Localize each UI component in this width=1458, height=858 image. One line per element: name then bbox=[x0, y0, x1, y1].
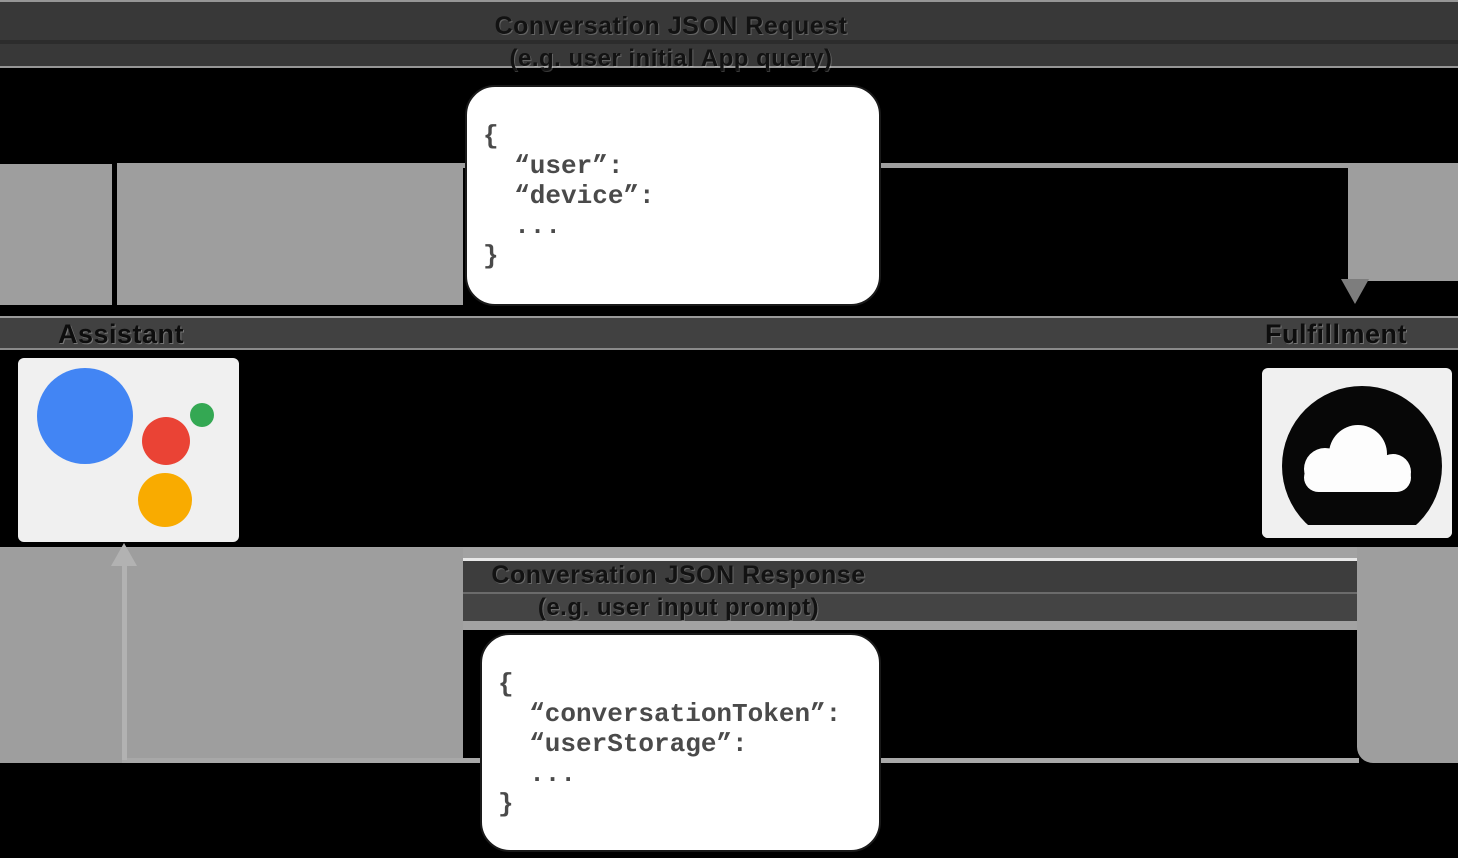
request-caption-line2: (e.g. user initial App query) bbox=[509, 45, 833, 72]
response-caption-line1: Conversation JSON Response bbox=[491, 561, 866, 589]
response-arrow-fill-right bbox=[1357, 547, 1458, 763]
request-payload-code: { “user”: “device”: ... } bbox=[483, 121, 655, 271]
response-caption-band1 bbox=[463, 561, 1357, 592]
cloud-icon bbox=[1262, 386, 1452, 538]
assistant-node bbox=[18, 358, 239, 542]
fulfillment-label: Fulfillment bbox=[1265, 319, 1407, 349]
assistant-blue-circle bbox=[37, 368, 133, 464]
label-stripe-top-line bbox=[0, 316, 1458, 318]
response-arrow-line-vertical bbox=[122, 557, 127, 760]
label-stripe bbox=[0, 318, 1458, 348]
assistant-green-circle bbox=[190, 403, 214, 427]
response-payload-box: { “conversationToken”: “userStorage”: ..… bbox=[480, 633, 881, 852]
response-caption-white-line bbox=[463, 558, 1357, 561]
fulfillment-node bbox=[1262, 368, 1452, 538]
response-caption-bottom-stripe bbox=[0, 621, 1458, 630]
response-caption-line2: (e.g. user input prompt) bbox=[537, 594, 820, 621]
request-caption: Conversation JSON Request (e.g. user ini… bbox=[465, 8, 877, 74]
response-caption-band-divider bbox=[463, 592, 1357, 594]
response-caption: Conversation JSON Response (e.g. user in… bbox=[480, 558, 877, 624]
label-stripe-bottom-line bbox=[0, 348, 1458, 350]
response-arrow-fill-left bbox=[0, 548, 463, 763]
response-payload-code: { “conversationToken”: “userStorage”: ..… bbox=[498, 669, 842, 819]
assistant-red-circle bbox=[142, 417, 190, 465]
request-arrowhead bbox=[1341, 279, 1369, 304]
request-arrow-fill-right bbox=[1348, 163, 1458, 281]
response-caption-top-stripe bbox=[0, 547, 1458, 558]
request-payload-box: { “user”: “device”: ... } bbox=[465, 85, 881, 306]
assistant-yellow-circle bbox=[138, 473, 192, 527]
request-arrow-fill-mid bbox=[117, 168, 463, 305]
request-caption-band bbox=[0, 0, 1458, 68]
request-arrow-fill-left bbox=[0, 164, 112, 305]
request-caption-band-divider bbox=[0, 40, 1458, 44]
response-arrowhead bbox=[111, 543, 137, 566]
assistant-label: Assistant bbox=[58, 319, 185, 349]
response-caption-band2 bbox=[463, 594, 1357, 621]
request-caption-line1: Conversation JSON Request bbox=[494, 12, 848, 40]
